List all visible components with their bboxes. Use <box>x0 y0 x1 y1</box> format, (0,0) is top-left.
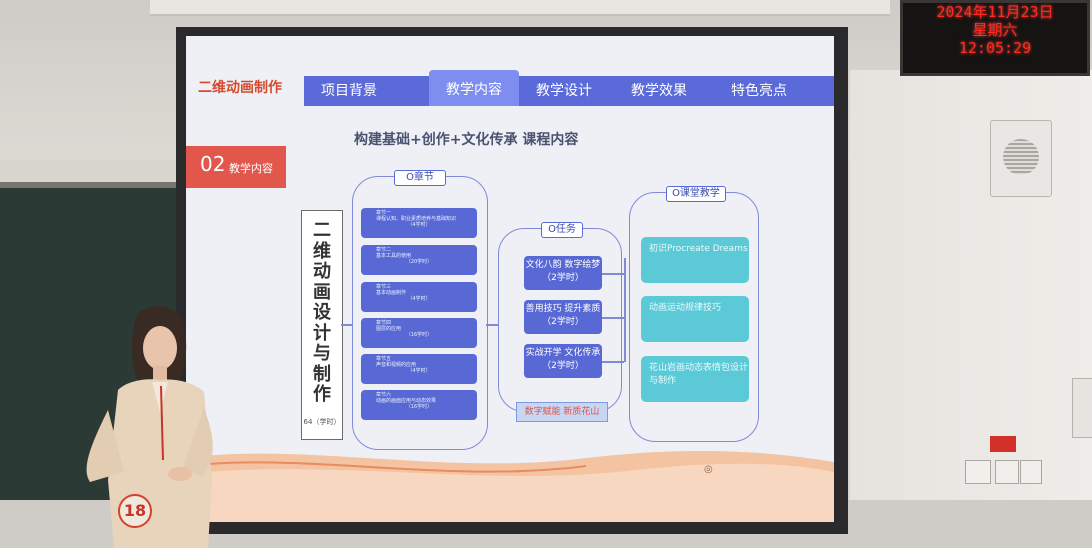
chapter-desc: 声音和视频的应用 <box>376 362 417 368</box>
chapter-hours: （20学时） <box>405 259 433 265</box>
nav-tab-design: 教学设计 <box>536 83 592 99</box>
nav-tab-effect: 教学效果 <box>631 83 687 99</box>
chapter-title: 章节五 <box>376 356 392 362</box>
chapter-title: 章节四 <box>376 320 392 326</box>
chapter-title: 章节六 <box>376 392 392 398</box>
result-card: 花山岩画动态表情包设计与制作 <box>641 356 749 402</box>
clock-time: 12:05:29 <box>958 39 1032 57</box>
task-hours: （2学时） <box>542 317 584 327</box>
chapter-desc: 基本工具的使用 <box>376 253 412 259</box>
clock-date: 2024年11月23日 <box>936 3 1054 21</box>
chapter-card: 章节五 声音和视频的应用 （4学时） <box>361 354 477 384</box>
course-title-box: 二 维 动 画 设 计 与 制 作 64（学时） <box>301 210 343 440</box>
projected-slide: 二维动画制作 项目背景 教学内容 教学设计 教学效果 特色亮点 构建基础+创作+… <box>186 36 834 522</box>
course-title-char: 计 <box>313 322 331 344</box>
chapter-title: 章节一 <box>376 210 392 216</box>
connector-line <box>602 273 624 275</box>
classroom-label: O课堂教学 <box>666 186 726 202</box>
course-title-char: 动 <box>313 261 331 282</box>
chapters-label: O章节 <box>394 170 446 186</box>
wall-speaker <box>990 120 1052 197</box>
tasks-footer-banner: 数字赋能 新质花山 <box>516 402 608 422</box>
led-clock: 2024年11月23日 星期六 12:05:29 <box>900 0 1090 76</box>
chapter-desc: 图层的应用 <box>376 326 402 332</box>
result-card: 动画运动规律技巧 <box>641 296 749 342</box>
wall-panel <box>1072 378 1092 438</box>
nav-tab-highlights: 特色亮点 <box>731 83 787 99</box>
result-card: 初识Procreate Dreams <box>641 237 749 283</box>
chapter-title: 章节三 <box>376 284 392 290</box>
course-hours: 64（学时） <box>303 418 341 426</box>
task-card: 文化八韵 数字绘梦 （2学时） <box>524 256 602 290</box>
connector-line <box>602 317 624 319</box>
course-title-char: 制 <box>313 363 331 385</box>
wall-socket <box>965 460 991 484</box>
course-title-char: 画 <box>313 281 331 303</box>
wall-socket <box>995 460 1019 484</box>
task-hours: （2学时） <box>542 361 584 371</box>
chapter-card: 章节四 图层的应用 （16学时） <box>361 318 477 348</box>
speaker-grille <box>1003 139 1039 175</box>
chapter-desc: 基本动画制作 <box>376 290 407 296</box>
chapter-card: 章节三 基本动画制作 （4学时） <box>361 282 477 312</box>
course-title-char: 维 <box>313 240 331 262</box>
chapter-hours: （4学时） <box>407 368 431 374</box>
connector-line <box>486 324 498 326</box>
school-logo: ◎ <box>704 464 713 475</box>
slide-heading: 构建基础+创作+文化传承 课程内容 <box>354 132 579 148</box>
chapter-hours: （4学时） <box>407 296 431 302</box>
nav-tab-background: 项目背景 <box>321 83 377 99</box>
course-title-char: 设 <box>313 302 331 323</box>
chapter-title: 章节二 <box>376 247 392 253</box>
clock-weekday: 星期六 <box>972 21 1018 39</box>
exit-sign <box>990 436 1016 452</box>
connector-line <box>624 258 626 362</box>
slide-brand-title: 二维动画制作 <box>198 80 282 96</box>
connector-line <box>341 324 353 326</box>
ceiling-trim <box>150 0 890 16</box>
tasks-label: O任务 <box>541 222 583 238</box>
section-number: 02 <box>200 152 226 176</box>
task-title: 文化八韵 数字绘梦 <box>525 260 601 270</box>
chapter-hours: （4学时） <box>407 222 431 228</box>
chapter-hours: （16学时） <box>405 332 433 338</box>
wall-socket <box>1020 460 1042 484</box>
chapter-card: 章节二 基本工具的使用 （20学时） <box>361 245 477 275</box>
connector-line <box>602 361 624 363</box>
chapter-card: 章节六 动画的画面应用与动态效果 （16学时） <box>361 390 477 420</box>
task-card: 实战开学 文化传承 （2学时） <box>524 344 602 378</box>
chapter-desc: 课程认知、职业素质培养与基础知识 <box>376 216 457 222</box>
course-title: 二 维 动 画 设 计 与 制 作 <box>302 220 342 406</box>
slide-nav-bar: 项目背景 教学内容 教学设计 教学效果 特色亮点 <box>304 70 834 106</box>
chapter-hours: （16学时） <box>405 404 433 410</box>
contestant-number-badge: 18 <box>118 494 152 528</box>
task-card: 善用技巧 提升素质 （2学时） <box>524 300 602 334</box>
presenter <box>86 306 213 548</box>
chapter-desc: 动画的画面应用与动态效果 <box>376 398 437 404</box>
course-title-char: 作 <box>313 384 331 405</box>
section-label: 教学内容 <box>229 162 273 175</box>
task-hours: （2学时） <box>542 273 584 283</box>
section-badge: 02 教学内容 <box>186 146 286 188</box>
task-title: 善用技巧 提升素质 <box>525 304 601 314</box>
course-title-char: 与 <box>313 343 331 364</box>
decorative-wave <box>186 450 834 522</box>
chapter-card: 章节一 课程认知、职业素质培养与基础知识 （4学时） <box>361 208 477 238</box>
task-title: 实战开学 文化传承 <box>525 348 601 358</box>
course-title-char: 二 <box>313 220 331 241</box>
nav-tab-content: 教学内容 <box>429 70 519 106</box>
